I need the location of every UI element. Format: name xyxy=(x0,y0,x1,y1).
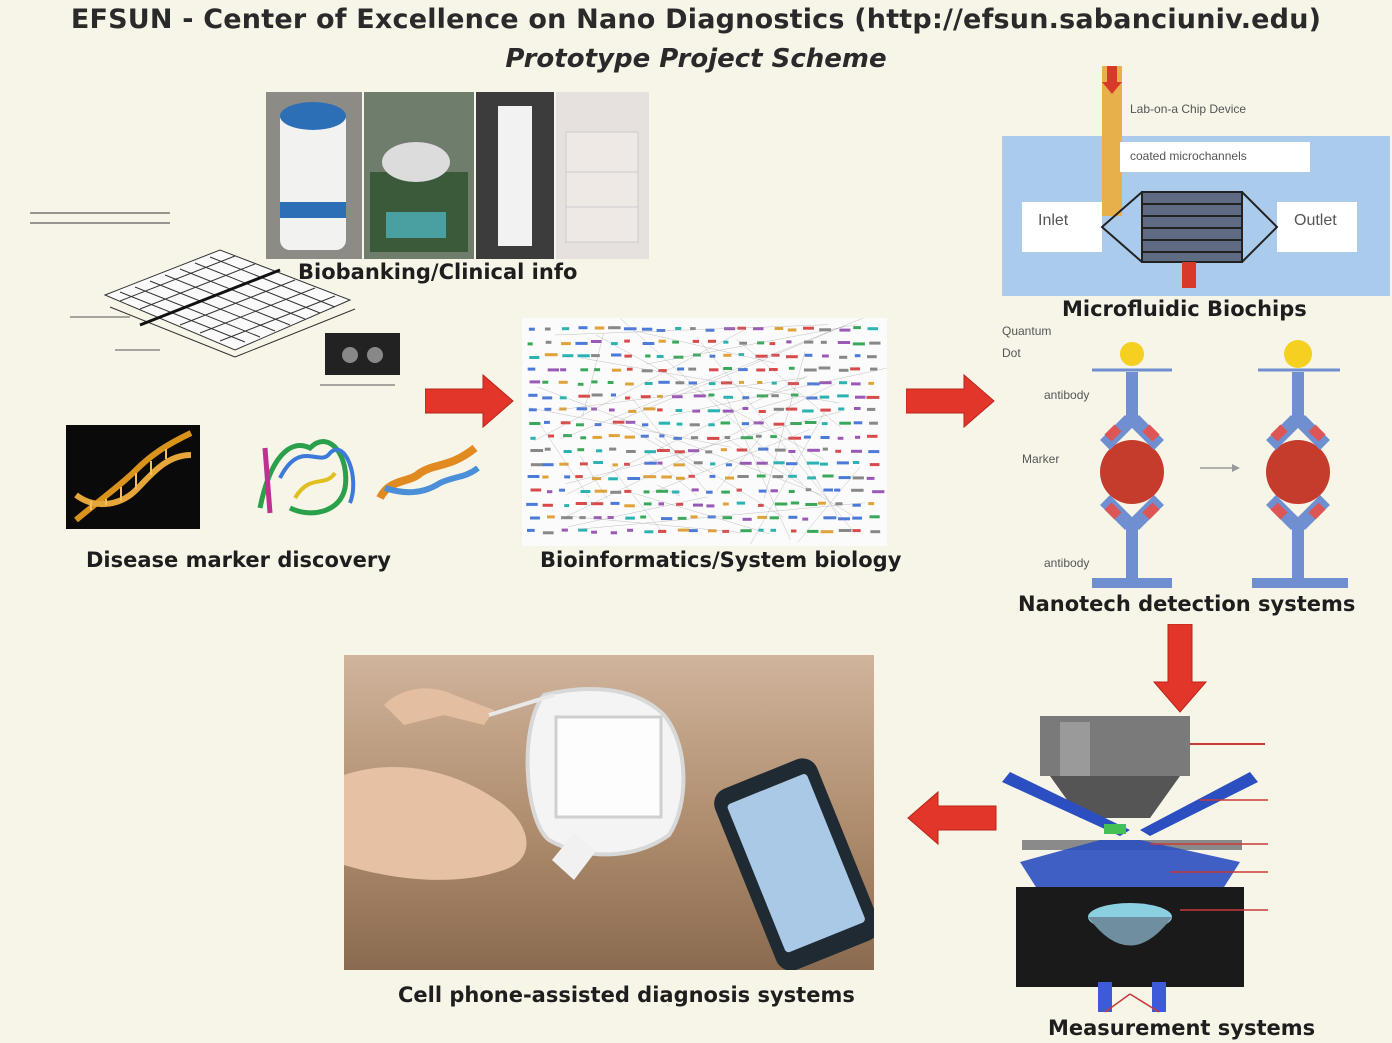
bioinformatics-network-image xyxy=(522,317,887,546)
caption-biobanking: Biobanking/Clinical info xyxy=(298,260,578,284)
caption-nanotech: Nanotech detection systems xyxy=(1018,592,1356,616)
microfluidic-chip-diagram: Lab-on-a Chip Device coated microchannel… xyxy=(1002,64,1390,298)
microarray-sketch xyxy=(20,205,420,400)
arrow-right-2 xyxy=(906,373,995,429)
nanotech-detection-diagram: Quantum Dot antibody Marker antibody xyxy=(1000,320,1390,592)
caption-cellphone: Cell phone-assisted diagnosis systems xyxy=(398,983,855,1007)
nano-antibody-bottom-label: antibody xyxy=(1044,556,1090,570)
protein-structures-image xyxy=(250,418,485,522)
chip-outlet-label: Outlet xyxy=(1294,212,1337,229)
biobanking-photos xyxy=(266,92,649,259)
slide-title: EFSUN - Center of Excellence on Nano Dia… xyxy=(70,4,1322,35)
nano-quantum-label: Quantum xyxy=(1002,324,1052,338)
arrow-right-1 xyxy=(425,373,514,429)
nano-dot-label: Dot xyxy=(1002,346,1021,360)
cellphone-diagnosis-photo xyxy=(344,655,880,971)
caption-disease-marker: Disease marker discovery xyxy=(86,548,391,572)
slide-subtitle: Prototype Project Scheme xyxy=(505,44,887,74)
caption-microfluidic: Microfluidic Biochips xyxy=(1062,297,1307,321)
arrow-down xyxy=(1152,624,1208,713)
caption-bioinformatics: Bioinformatics/System biology xyxy=(540,548,902,572)
caption-measurement: Measurement systems xyxy=(1048,1016,1316,1040)
chip-coated-label: coated microchannels xyxy=(1130,149,1247,163)
arrow-left xyxy=(907,790,997,846)
chip-inlet-label: Inlet xyxy=(1038,212,1069,229)
nano-antibody-top-label: antibody xyxy=(1044,388,1090,402)
chip-device-label: Lab-on-a Chip Device xyxy=(1130,102,1247,116)
nano-marker-label: Marker xyxy=(1022,452,1060,466)
dna-helix-image xyxy=(66,425,200,529)
measurement-system-diagram xyxy=(1000,712,1390,1020)
